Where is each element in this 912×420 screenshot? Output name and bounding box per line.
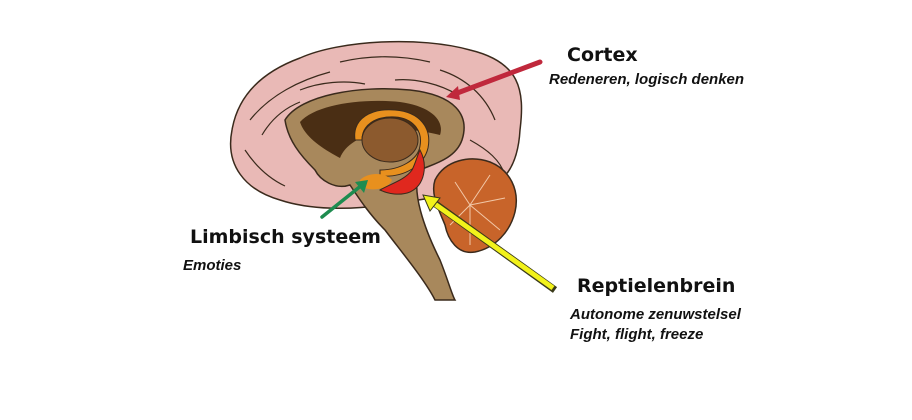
reptilian-band xyxy=(378,148,425,195)
reptilian-description-2: Fight, flight, freeze xyxy=(570,326,704,343)
limbic-arrow xyxy=(320,180,368,219)
limbic-description: Emoties xyxy=(183,257,242,274)
reptilian-arrow xyxy=(422,194,558,293)
cerebellum xyxy=(433,158,517,254)
amygdala xyxy=(360,174,392,190)
reptilian-description-1: Autonome zenuwstelsel xyxy=(570,306,741,323)
thalamus xyxy=(361,117,419,163)
cortex-arrow xyxy=(446,59,543,100)
cortex-title: Cortex xyxy=(567,44,638,66)
limbic-title: Limbisch systeem xyxy=(190,226,381,248)
reptilian-title: Reptielenbrein xyxy=(577,275,736,297)
cortex-description: Redeneren, logisch denken xyxy=(549,71,745,88)
